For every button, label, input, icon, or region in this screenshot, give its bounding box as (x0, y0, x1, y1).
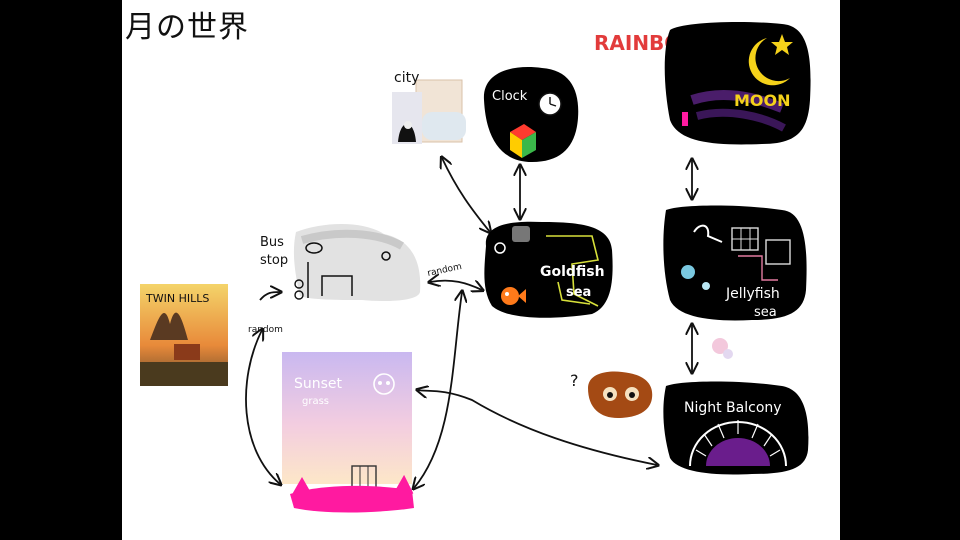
node-label-jellyfish-sea-line1: Jellyfish (725, 286, 780, 302)
node-label-jellyfish-sea-line2: sea (754, 305, 777, 320)
node-bus-stop[interactable]: Bus stop (260, 224, 421, 302)
page-title: 月の世界 (125, 10, 249, 45)
jellyfish-icon (681, 265, 695, 279)
world-map: random random city Clock RAINBOW (140, 22, 811, 513)
node-label-sunset-grass-line1: Sunset (294, 376, 343, 392)
house-icon (174, 344, 200, 360)
node-goldfish-sea[interactable]: Goldfish sea (484, 221, 613, 318)
node-label-sunset-grass-line2: grass (302, 396, 329, 407)
node-label-bus-stop-line2: stop (260, 253, 288, 268)
small-creature-icon (712, 338, 733, 359)
moon-icon (748, 38, 790, 86)
connections (245, 158, 692, 488)
node-unknown[interactable]: ? (570, 371, 653, 418)
skull-icon (373, 373, 395, 395)
node-clock[interactable]: Clock (483, 67, 579, 162)
edge-busstop-goldfish (430, 281, 482, 290)
cube-icon (510, 124, 536, 140)
star-icon (771, 34, 793, 55)
node-label-clock: Clock (492, 89, 528, 104)
owl-icon (588, 371, 653, 418)
dome-icon (706, 438, 770, 466)
node-twin-hills[interactable]: TWIN HILLS (140, 284, 228, 386)
edge-city-goldfish (442, 158, 490, 232)
edge-twinhills-busstop (259, 292, 280, 301)
edge-label-random-goldfish: random (427, 262, 463, 279)
person-icon (294, 279, 304, 289)
node-label-bus-stop-line1: Bus (260, 235, 284, 250)
node-city[interactable]: city (392, 70, 466, 144)
node-label-goldfish-sea-line1: Goldfish (540, 264, 605, 280)
figure-icon (693, 224, 723, 243)
diver-helmet-icon (512, 226, 530, 242)
node-label-twin-hills: TWIN HILLS (145, 292, 209, 305)
node-jellyfish-sea[interactable]: Jellyfish sea (663, 205, 807, 321)
edge-balcony-sunset (418, 390, 657, 465)
edge-busstop-sunset (245, 330, 280, 484)
diagram-canvas: 月の世界 (122, 0, 840, 540)
node-label-unknown: ? (570, 371, 579, 390)
node-night-balcony[interactable]: Night Balcony (663, 381, 809, 475)
node-label-city: city (394, 70, 419, 86)
node-sunset-grass[interactable]: Sunset grass (282, 352, 414, 513)
node-label-goldfish-sea-line2: sea (566, 285, 591, 300)
node-moon[interactable]: RAINBOW MOON (594, 22, 811, 145)
node-label-moon: MOON (734, 91, 791, 110)
goldfish-icon (501, 287, 519, 305)
node-label-night-balcony: Night Balcony (684, 400, 782, 416)
edge-label-random-busstop: random (248, 325, 283, 335)
